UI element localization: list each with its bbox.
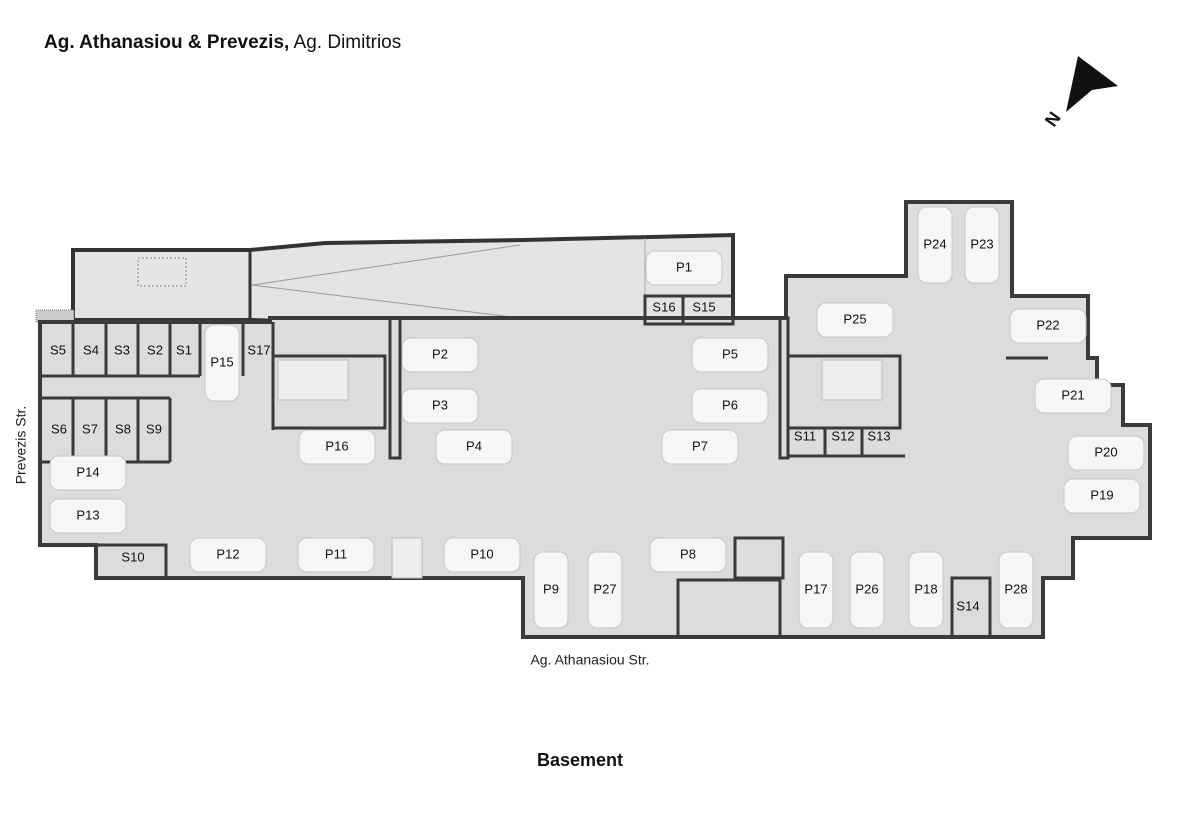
car-icon [691,388,769,424]
parking-space-p7: P7 [692,438,708,453]
parking-space-p20: P20 [1094,444,1117,459]
car-icon [297,537,375,573]
parking-space-p15: P15 [210,354,233,369]
storage-space-s6: S6 [51,421,67,436]
car-icon [204,324,240,402]
car-icon [435,429,513,465]
parking-cars [49,206,1145,629]
car-icon [533,551,569,629]
car-icon [661,429,739,465]
street-label-west: Prevezis Str. [13,406,29,485]
parking-space-p8: P8 [680,546,696,561]
storage-space-s4: S4 [83,342,99,357]
level-label: Basement [537,750,623,770]
car-icon [189,537,267,573]
parking-space-p5: P5 [722,346,738,361]
parking-space-p22: P22 [1036,317,1059,332]
car-icon [49,498,127,534]
storage-space-s5: S5 [50,342,66,357]
storage-space-s3: S3 [114,342,130,357]
car-icon [1063,478,1141,514]
parking-space-p6: P6 [722,397,738,412]
car-icon [964,206,1000,284]
storage-space-s1: S1 [176,342,192,357]
parking-space-p14: P14 [76,464,99,479]
parking-space-p16: P16 [325,438,348,453]
car-icon [691,337,769,373]
car-icon [645,250,723,286]
storage-space-s12: S12 [831,428,854,443]
storage-space-s10: S10 [121,549,144,564]
parking-space-p2: P2 [432,346,448,361]
parking-space-p18: P18 [914,581,937,596]
car-icon [917,206,953,284]
parking-space-p24: P24 [923,236,946,251]
storage-space-s2: S2 [147,342,163,357]
north-label: N [1041,108,1065,130]
parking-space-p13: P13 [76,507,99,522]
plan-title-address: Ag. Athanasiou & Prevezis, [44,32,290,53]
parking-space-p3: P3 [432,397,448,412]
car-icon [998,551,1034,629]
storage-space-s17: S17 [247,342,270,357]
car-icon [401,388,479,424]
parking-space-p10: P10 [470,546,493,561]
parking-space-p19: P19 [1090,487,1113,502]
ramp-area [71,232,735,331]
parking-space-p17: P17 [804,581,827,596]
storage-space-s8: S8 [115,421,131,436]
storage-space-s16: S16 [652,299,675,314]
storage-space-s15: S15 [692,299,715,314]
car-icon [798,551,834,629]
car-icon [443,537,521,573]
car-icon [49,455,127,491]
car-icon [587,551,623,629]
parking-space-p25: P25 [843,311,866,326]
storage-space-s13: S13 [867,428,890,443]
parking-space-p23: P23 [970,236,993,251]
parking-space-p27: P27 [593,581,616,596]
parking-space-p28: P28 [1004,581,1027,596]
car-icon [649,537,727,573]
plan-title: Ag. Athanasiou & Prevezis, Ag. Dimitrios [44,32,401,54]
car-icon [401,337,479,373]
storage-space-s11: S11 [794,428,816,443]
street-label-south: Ag. Athanasiou Str. [530,652,649,668]
storage-walls [40,294,1048,639]
car-icon [816,302,894,338]
car-icon [1009,308,1087,344]
parking-space-p9: P9 [543,581,559,596]
parking-space-p21: P21 [1061,387,1084,402]
staircase-icon [277,359,883,579]
plan-title-area: Ag. Dimitrios [293,32,402,53]
parking-space-p11: P11 [325,546,347,561]
parking-space-p26: P26 [855,581,878,596]
storage-space-s7: S7 [82,421,98,436]
parking-space-p1: P1 [676,259,692,274]
car-icon [1034,378,1112,414]
parking-space-p12: P12 [216,546,239,561]
car-icon [849,551,885,629]
parking-space-p4: P4 [466,438,482,453]
storage-space-s14: S14 [956,598,979,613]
car-icon [908,551,944,629]
north-arrow-icon: N [1041,56,1118,130]
storage-space-s9: S9 [146,421,162,436]
car-icon [1067,435,1145,471]
car-icon [298,429,376,465]
